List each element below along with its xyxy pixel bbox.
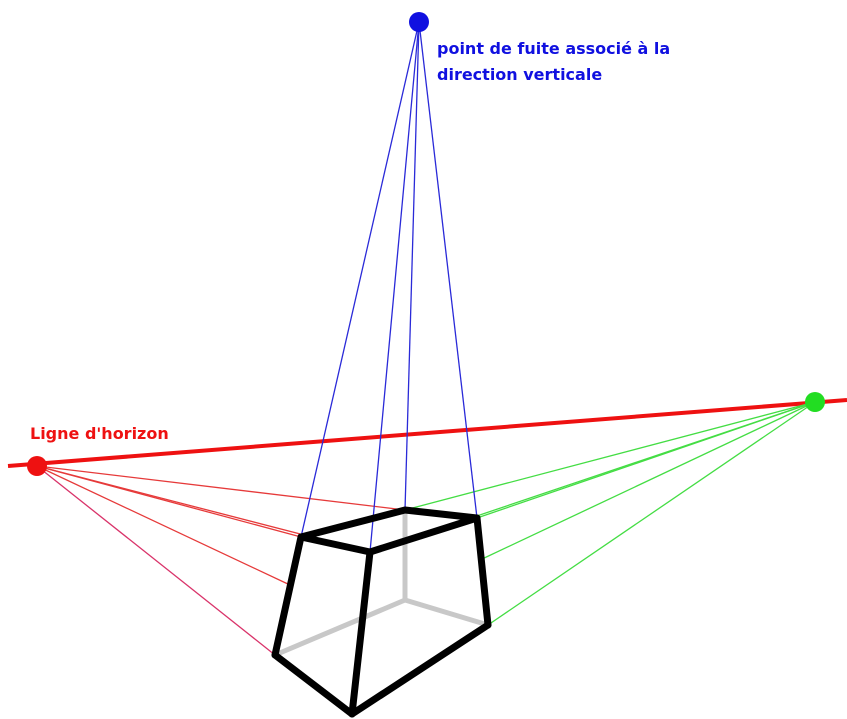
left-vanishing-line (36, 465, 291, 586)
box-edge-right (473, 514, 492, 629)
box-top-face (297, 506, 481, 556)
vertical-vanishing-line (418, 21, 478, 519)
hidden-edge-right (404, 597, 489, 628)
vertical-vp-label-line2: direction verticale (437, 65, 602, 84)
horizon-label: Ligne d'horizon (30, 424, 169, 443)
horizon-line (7, 398, 847, 468)
left-vanishing-line-bottom (36, 465, 276, 656)
vertical-vanishing-lines (300, 21, 478, 553)
right-vanishing-line (479, 401, 816, 561)
hidden-edges (274, 512, 489, 658)
vertical-vp-label-line1: point de fuite associé à la (437, 39, 670, 58)
right-vanishing-point (805, 392, 825, 412)
box-edges (271, 506, 492, 718)
left-vanishing-point (27, 456, 47, 476)
box-edge-front (348, 548, 374, 718)
vertical-vanishing-line (404, 21, 420, 511)
left-vanishing-lines (36, 465, 406, 586)
box-edge-left (271, 533, 305, 659)
left-vanishing-line (36, 465, 406, 511)
right-vanishing-line (487, 401, 816, 626)
hidden-edge-left (274, 597, 406, 658)
vertical-vanishing-line (369, 21, 420, 553)
box-edge-bottom-right (348, 621, 492, 718)
vertical-vanishing-line (300, 21, 420, 538)
vertical-vanishing-point (409, 12, 429, 32)
box-edge-bottom-left (271, 651, 356, 718)
